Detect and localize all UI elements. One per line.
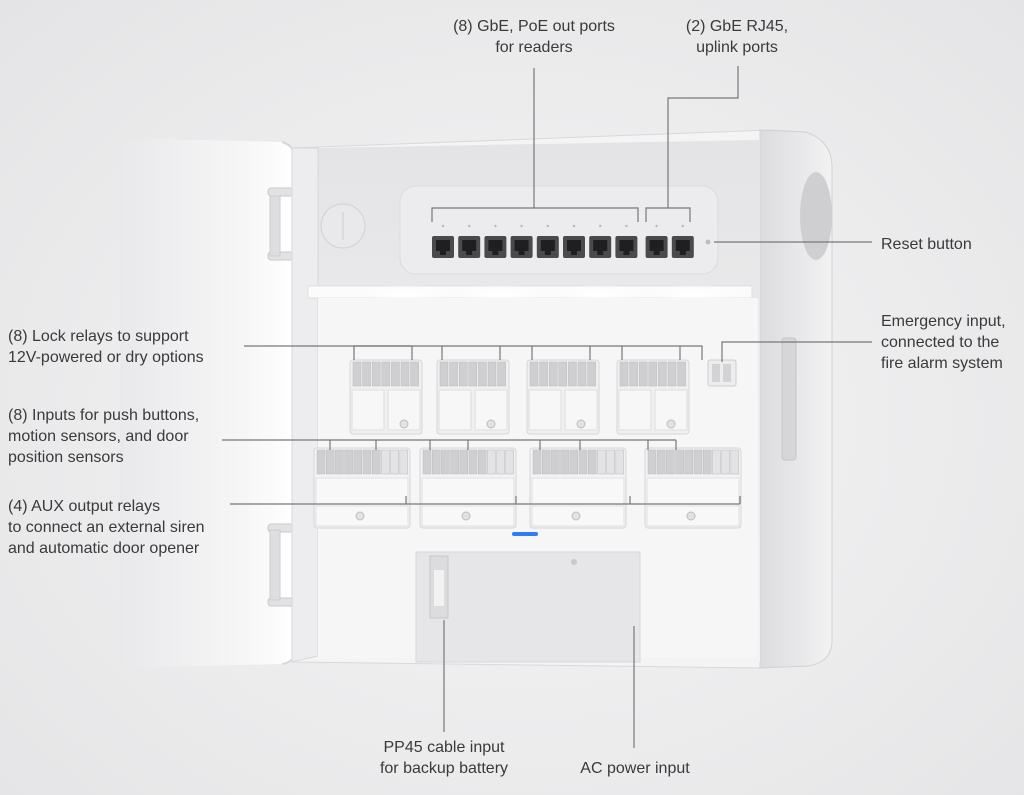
poe-port — [563, 224, 585, 258]
input-aux-module — [644, 447, 742, 529]
input-aux-module — [529, 447, 627, 529]
uplink-port — [645, 224, 668, 258]
bracket-inputs — [329, 440, 677, 450]
poe-port — [458, 224, 481, 258]
callout-aux-relays: (4) AUX output relays to connect an exte… — [8, 498, 205, 557]
poe-port — [589, 224, 612, 258]
callout-gbe-poe-ports: (8) GbE, PoE out ports for readers — [453, 18, 615, 56]
lock-relay-module — [436, 359, 510, 435]
callout-reset-button: Reset button — [881, 236, 972, 253]
poe-port — [432, 224, 454, 258]
input-aux-module — [419, 447, 517, 529]
callout-emergency-input: Emergency input, connected to the fire a… — [881, 313, 1006, 372]
callout-ac-power: AC power input — [580, 760, 690, 777]
callout-inputs: (8) Inputs for push buttons, motion sens… — [8, 407, 200, 466]
uplink-port — [671, 224, 694, 258]
poe-port — [510, 224, 533, 258]
bracket-lock-relays — [353, 345, 703, 360]
status-led — [512, 532, 538, 536]
emergency-input-terminal — [707, 359, 737, 387]
callout-pp45-input: PP45 cable input for backup battery — [379, 739, 509, 777]
input-terminal-modules — [313, 447, 742, 529]
bracket-aux — [405, 496, 741, 504]
leader-emergency — [721, 341, 872, 362]
rj45-port-row — [432, 224, 694, 258]
lock-relay-module — [526, 359, 600, 435]
poe-port — [615, 224, 638, 258]
leader-lines — [222, 66, 872, 748]
lock-relay-module — [616, 359, 690, 435]
poe-port — [536, 224, 559, 258]
poe-port — [484, 224, 507, 258]
leader-uplink — [667, 66, 739, 208]
bracket-gbe-poe — [431, 207, 639, 222]
callout-lock-relays: (8) Lock relays to support 12V-powered o… — [8, 328, 204, 366]
callout-uplink-ports: (2) GbE RJ45, uplink ports — [685, 18, 789, 56]
lock-relay-module — [349, 359, 423, 435]
door — [120, 138, 309, 668]
bracket-uplink — [645, 207, 691, 222]
reset-button — [705, 239, 711, 245]
input-aux-module — [313, 447, 411, 529]
lock-relay-modules — [349, 359, 690, 435]
